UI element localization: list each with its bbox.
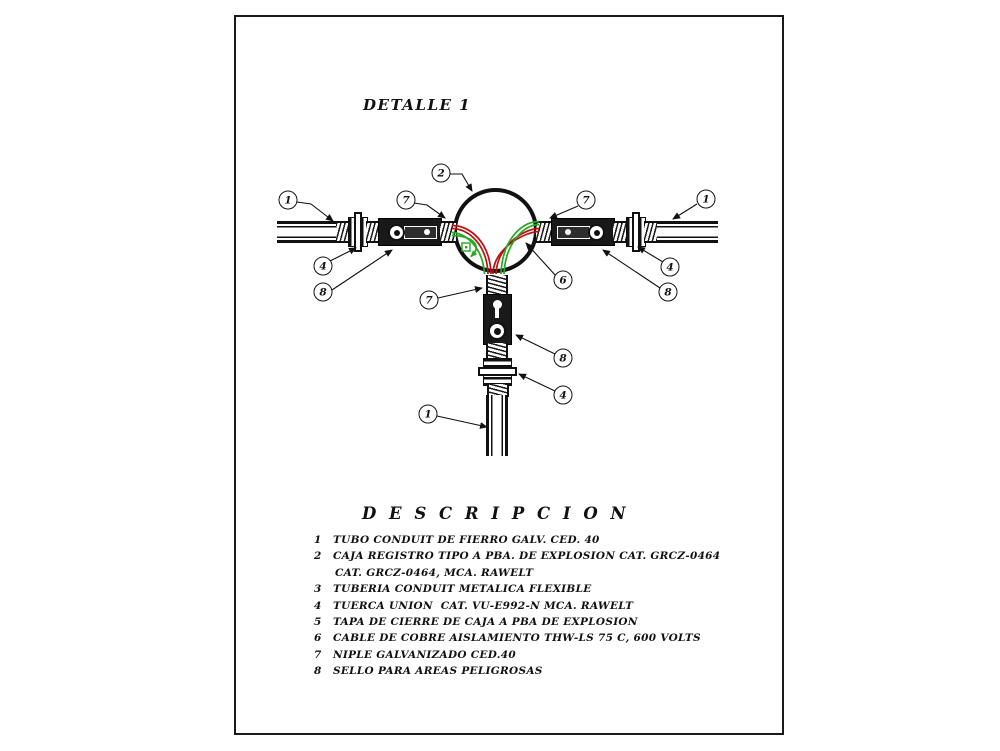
description-item-text: NIPLE GALVANIZADO CED.40 [333,648,516,661]
description-item-number: 2 [314,550,322,563]
description-item-text: TAPA DE CIERRE DE CAJA A PBA DE EXPLOSIO… [333,615,638,628]
sealing-fitting-bottom-slot [495,306,499,318]
description-item-number: 3 [314,583,322,596]
niple-left [440,221,456,243]
description-item-text: CAJA REGISTRO TIPO A PBA. DE EXPLOSION C… [333,550,721,563]
description-row: 6 CABLE DE COBRE AISLAMIENTO THW-LS 75 C… [314,632,774,648]
union-nut-left-flange [354,212,362,252]
description-item-number: 4 [314,599,322,612]
union-nut-right-flange [632,212,640,252]
description-row: 1 TUBO CONDUIT DE FIERRO GALV. CED. 40 [314,534,774,550]
threads-bottom-2 [486,343,508,360]
description-list: 1 TUBO CONDUIT DE FIERRO GALV. CED. 40 2… [314,534,774,682]
threads-bottom-3 [487,384,509,397]
sealing-fitting-right-slot [557,226,590,239]
tube-bottom [486,395,508,456]
description-item-text: CAT. GRCZ-0464, MCA. RAWELT [335,566,534,579]
threads-left-2 [366,221,380,243]
tube-left [277,221,338,243]
union-nut-bottom-flange [478,367,517,376]
description-row: 2 CAJA REGISTRO TIPO A PBA. DE EXPLOSION… [314,550,774,566]
description-item-text: SELLO PARA AREAS PELIGROSAS [333,665,543,678]
description-item-number: 7 [314,648,322,661]
sealing-fitting-bottom-screw [493,300,502,309]
tube-right [657,221,718,243]
threads-right-1 [644,221,659,243]
description-item-text: CABLE DE COBRE AISLAMIENTO THW-LS 75 C, … [333,632,701,645]
description-item-number: 5 [314,615,322,628]
description-item-number: 8 [314,665,322,678]
description-item-number: 6 [314,632,322,645]
threads-right-2 [613,221,628,243]
description-heading: D E S C R I P C I O N [362,504,630,523]
sealing-fitting-bottom-plug-dot [494,328,501,335]
description-item-text: TUBERIA CONDUIT METALICA FLEXIBLE [333,583,592,596]
niple-bottom [486,275,508,296]
description-item-number: 1 [314,534,322,546]
description-row: 5 TAPA DE CIERRE DE CAJA A PBA DE EXPLOS… [314,616,774,632]
junction-box-circle [453,188,538,273]
sealing-fitting-right-dot [565,229,571,235]
threads-left-1 [336,221,351,243]
description-row: 3 TUBERIA CONDUIT METALICA FLEXIBLE [314,583,774,599]
description-row: CAT. GRCZ-0464, MCA. RAWELT [314,567,774,583]
detail-title: DETALLE 1 [363,96,472,114]
description-item-text: TUERCA UNION CAT. VU-E992-N MCA. RAWELT [333,599,634,612]
sealing-fitting-left-dot [424,229,430,235]
sealing-fitting-left-plug-dot [394,230,400,236]
sealing-fitting-right-plug-dot [594,230,600,236]
niple-right [536,221,553,243]
sealing-fitting-left-slot [404,226,437,239]
description-row: 4 TUERCA UNION CAT. VU-E992-N MCA. RAWEL… [314,600,774,616]
description-row: 7 NIPLE GALVANIZADO CED.40 [314,649,774,665]
description-row: 8 SELLO PARA AREAS PELIGROSAS [314,665,774,681]
description-item-text: TUBO CONDUIT DE FIERRO GALV. CED. 40 [333,534,600,546]
